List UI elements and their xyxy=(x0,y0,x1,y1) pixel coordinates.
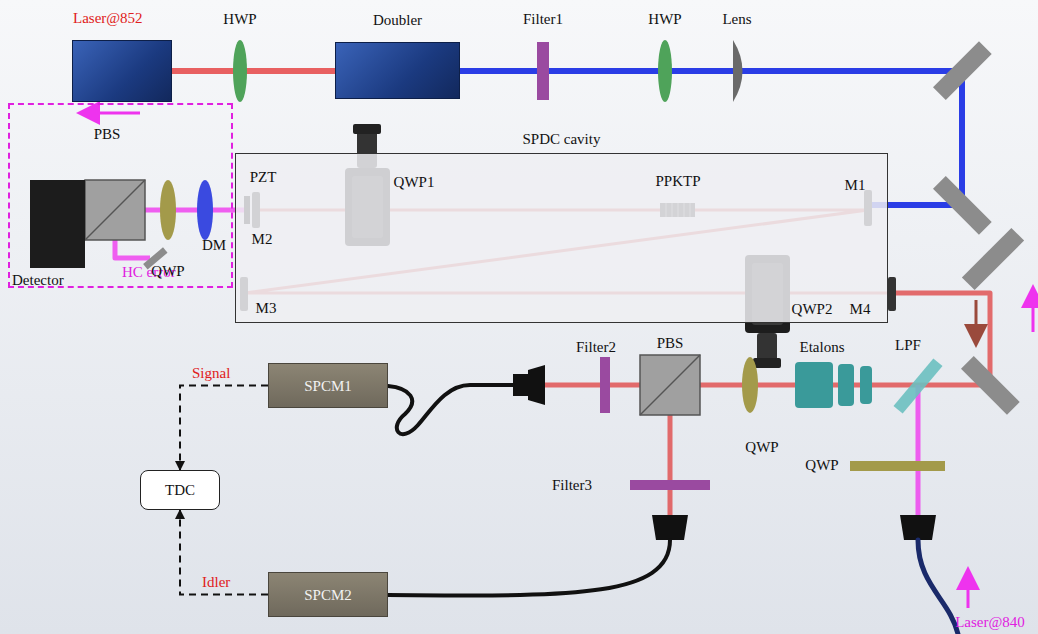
part-label: PBS xyxy=(657,334,684,352)
part-label: Filter1 xyxy=(523,10,563,28)
part-label: Laser@840 xyxy=(955,613,1025,631)
part-label: QWP xyxy=(805,456,838,474)
spcm-box: SPCM1 xyxy=(268,363,388,408)
part-label: HWP xyxy=(648,10,681,28)
laser-box: Laser@852 xyxy=(72,40,172,102)
optic-rect xyxy=(961,356,1020,415)
optic-path xyxy=(916,385,921,515)
optic-path xyxy=(388,385,513,434)
laser-box: Doubler xyxy=(335,42,460,99)
node-label: SPCM2 xyxy=(304,586,352,604)
optic-path xyxy=(733,40,743,102)
optic-rect xyxy=(600,357,610,413)
part-label: PBS xyxy=(94,125,121,143)
node-label: Detector xyxy=(12,271,64,289)
black-box: Detector xyxy=(30,180,85,268)
detection-optics xyxy=(513,355,945,540)
optic-path xyxy=(528,365,545,405)
optic-rect xyxy=(850,461,945,471)
part-label: Etalons xyxy=(800,338,845,356)
cavity-box: SPDC cavity xyxy=(235,153,888,323)
optic-rect xyxy=(933,41,992,100)
part-label: PZT xyxy=(250,168,277,186)
node-label: SPCM1 xyxy=(304,377,352,395)
edge-label: Signal xyxy=(192,364,230,382)
optic-path xyxy=(640,355,700,415)
tdc-box: TDC xyxy=(140,470,220,510)
spcm-box: SPCM2 xyxy=(268,572,388,617)
dashed-signal-line xyxy=(180,510,268,595)
optic-path xyxy=(967,578,970,608)
dashed-signal-line xyxy=(180,386,268,471)
optic-ellipse xyxy=(742,357,758,413)
optic-rect xyxy=(353,124,381,134)
optic-path xyxy=(172,68,335,74)
part-label: M4 xyxy=(850,300,871,318)
part-label: Lens xyxy=(722,10,751,28)
optic-rect xyxy=(795,362,833,408)
optic-rect xyxy=(753,358,781,368)
optic-path xyxy=(918,540,958,634)
part-label: DM xyxy=(202,236,226,254)
optic-rect xyxy=(860,366,872,404)
edge-label: Idler xyxy=(202,573,230,591)
optic-ellipse xyxy=(658,40,672,102)
part-label: M1 xyxy=(845,176,866,194)
optic-path xyxy=(652,515,688,540)
optic-rect xyxy=(85,180,145,240)
part-label: Filter3 xyxy=(552,476,592,494)
part-label: Filter2 xyxy=(576,338,616,356)
fibers xyxy=(388,385,958,634)
direction-arrows xyxy=(88,113,1033,608)
hc-optics xyxy=(85,180,213,269)
optic-rect xyxy=(888,277,896,311)
node-label: Laser@852 xyxy=(73,9,143,27)
optic-path xyxy=(388,540,670,595)
optic-rect xyxy=(933,176,992,235)
top-optics xyxy=(233,40,1024,415)
part-label: M3 xyxy=(256,299,277,317)
part-label: PPKTP xyxy=(655,172,700,190)
part-label: QWP1 xyxy=(394,173,435,191)
node-label: TDC xyxy=(165,481,195,499)
part-label: QWP xyxy=(745,438,778,456)
optic-path xyxy=(1032,296,1035,332)
optic-rect xyxy=(640,355,700,415)
optic-rect xyxy=(513,374,529,396)
node-label: Doubler xyxy=(373,11,422,29)
optic-rect xyxy=(630,480,710,490)
optic-path xyxy=(975,300,978,336)
part-label: QWP2 xyxy=(792,300,833,318)
optic-path xyxy=(85,180,145,240)
optic-ellipse xyxy=(160,180,176,240)
optic-rect xyxy=(838,364,854,406)
optic-path xyxy=(900,515,936,540)
optic-rect xyxy=(537,42,549,100)
part-label: HWP xyxy=(223,10,256,28)
optic-rect xyxy=(893,358,942,413)
optic-path xyxy=(88,112,140,115)
part-label: M2 xyxy=(252,230,273,248)
node-label: SPDC cavity xyxy=(523,130,601,148)
beams xyxy=(83,71,990,518)
part-label: LPF xyxy=(895,336,921,354)
optic-ellipse xyxy=(233,40,247,102)
optic-ellipse xyxy=(197,180,213,240)
optic-rect xyxy=(962,228,1024,290)
dashed-box: HC errorDetector xyxy=(8,103,233,288)
part-label: QWP xyxy=(151,262,184,280)
